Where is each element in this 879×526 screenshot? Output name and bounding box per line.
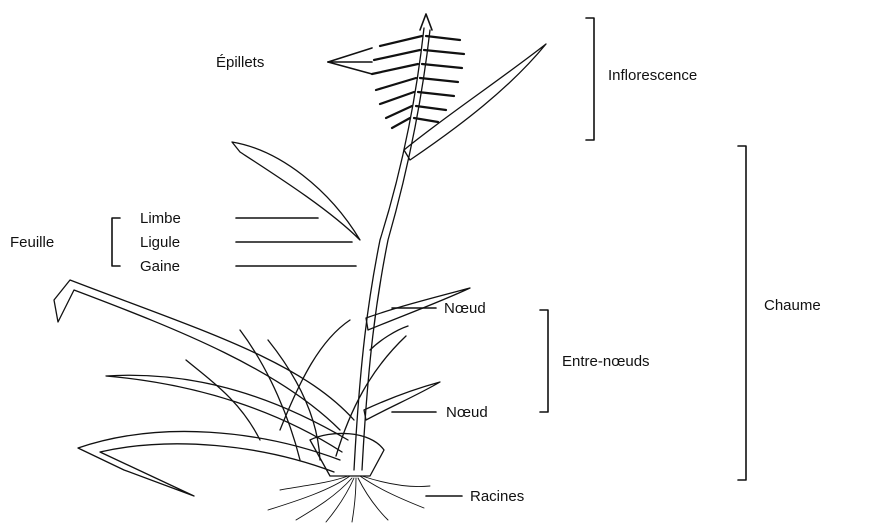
right-leaf-small: [370, 326, 408, 350]
spikelets-leader-1: [328, 48, 372, 62]
label-internodes: Entre-nœuds: [562, 353, 650, 370]
roots-drawing: [268, 476, 430, 522]
main-culm: [354, 28, 424, 470]
label-culm: Chaume: [764, 297, 821, 314]
culm-bracket: [738, 146, 746, 480]
spikelets-leader-3: [328, 62, 372, 74]
plant-illustration: [54, 14, 546, 522]
label-inflorescence: Inflorescence: [608, 67, 697, 84]
label-leaf: Feuille: [10, 234, 54, 251]
left-drooping-leaf-2: [106, 375, 348, 452]
flag-leaf: [404, 44, 546, 160]
tiller-2: [268, 340, 320, 460]
upper-leaf-blade: [232, 142, 360, 240]
leaf-bracket: [112, 218, 120, 266]
label-spikelets: Épillets: [216, 54, 264, 71]
labels: Épillets Inflorescence Feuille Limbe Lig…: [10, 54, 821, 505]
label-ligule: Ligule: [140, 234, 180, 251]
inflorescence-bracket: [586, 18, 594, 140]
internodes-bracket: [540, 310, 548, 412]
label-sheath: Gaine: [140, 258, 180, 275]
panicle-tip: [420, 14, 432, 30]
main-culm-edge: [362, 30, 430, 470]
annotation-lines: [112, 18, 746, 496]
label-blade: Limbe: [140, 210, 181, 227]
label-roots: Racines: [470, 488, 524, 505]
right-leaf-lower: [364, 382, 440, 420]
tiller-4: [186, 360, 260, 440]
label-node-lower: Nœud: [446, 404, 488, 421]
tiller-5: [280, 320, 350, 430]
label-node-upper: Nœud: [444, 300, 486, 317]
